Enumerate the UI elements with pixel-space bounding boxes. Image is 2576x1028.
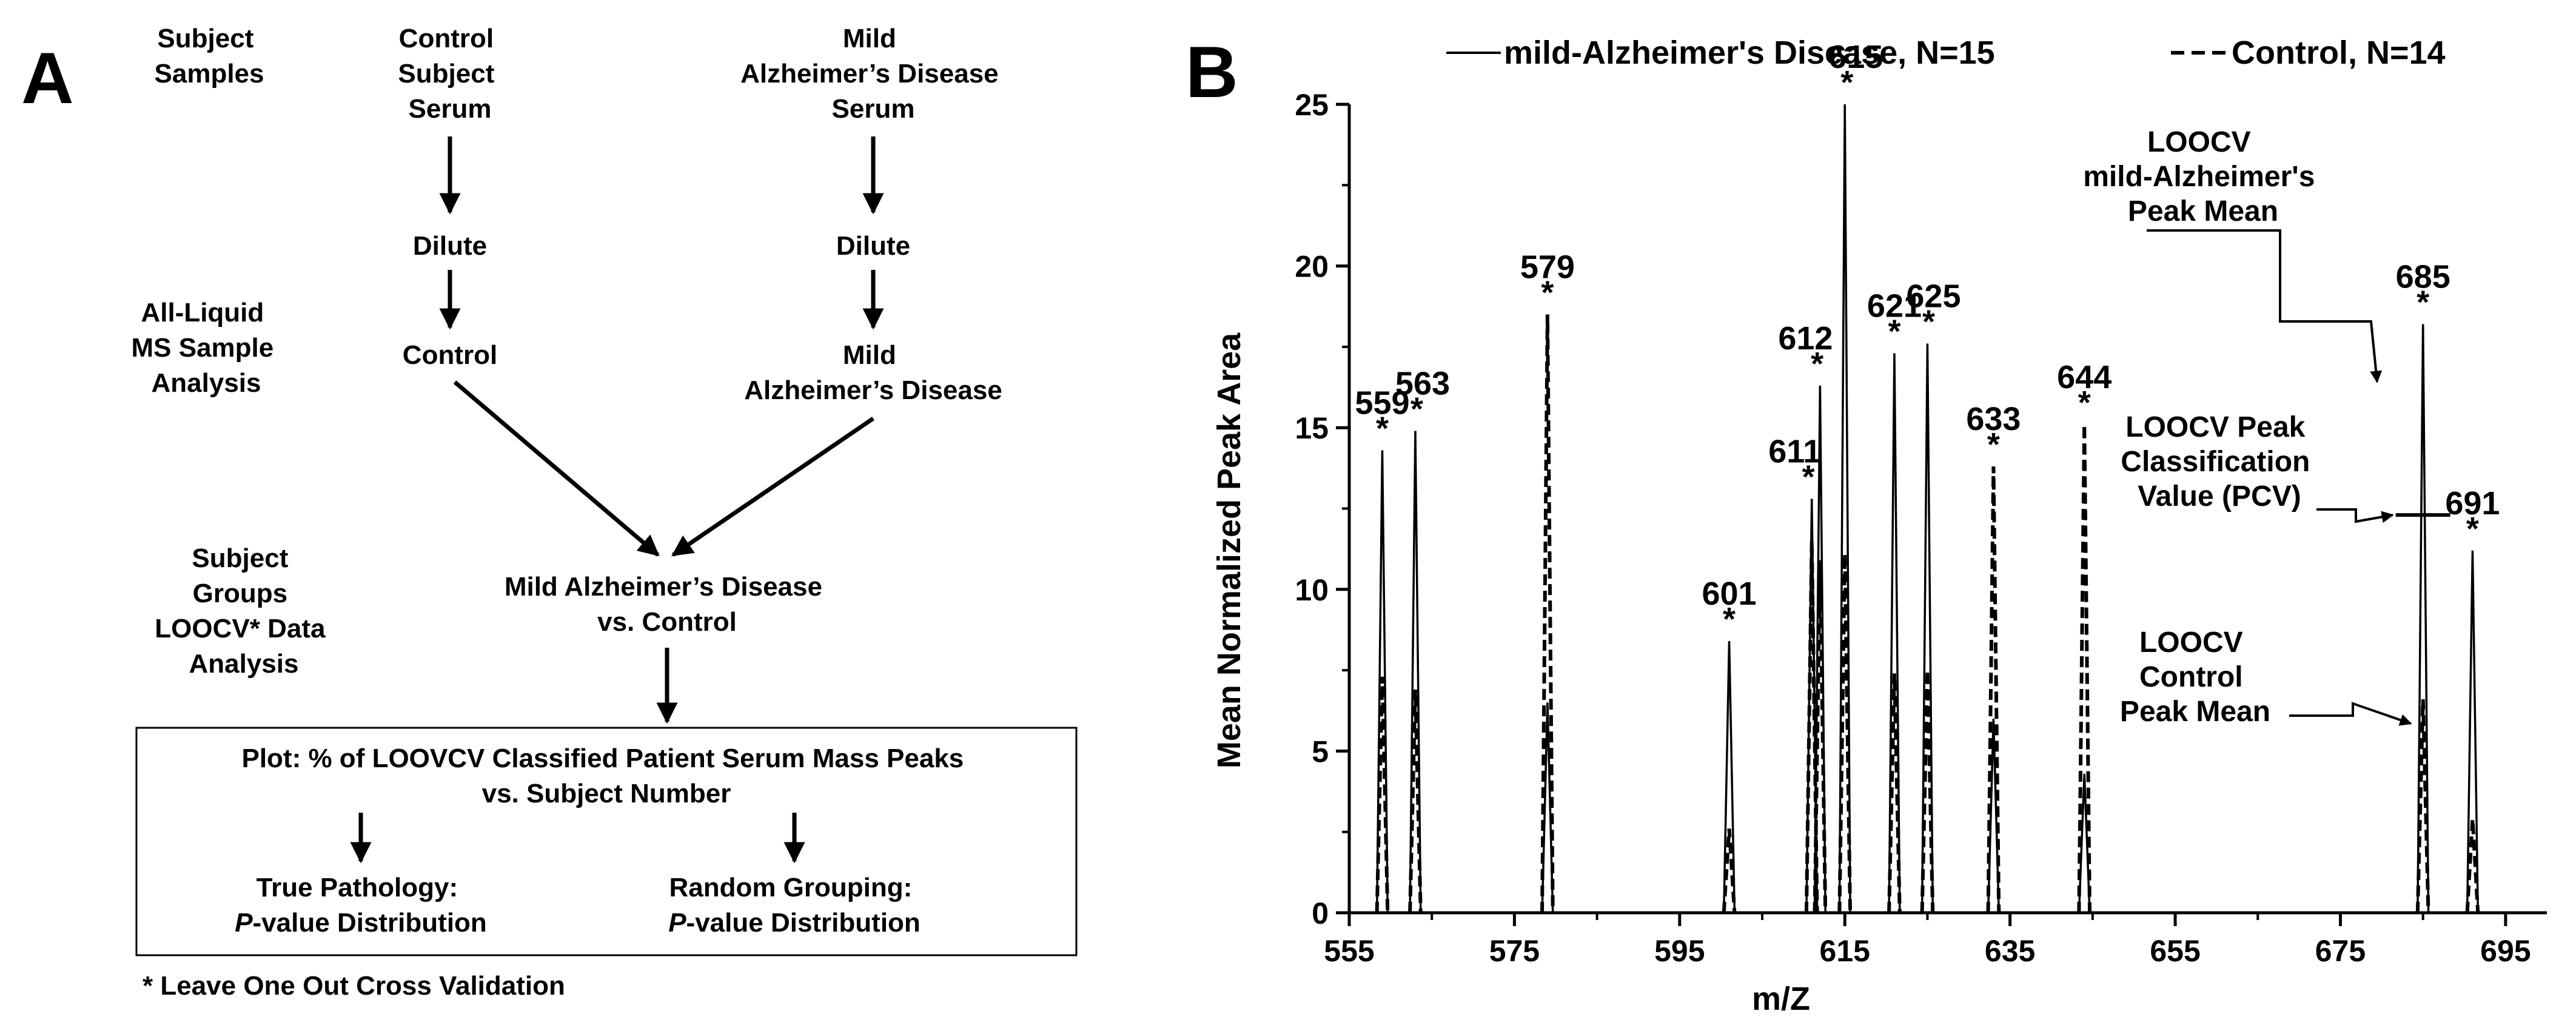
arrow-ad-peak-mean bbox=[2147, 229, 2383, 383]
arrow-control-to-comparison bbox=[453, 380, 660, 557]
x-tick-label: 695 bbox=[2480, 934, 2531, 968]
peak-marker: * bbox=[2417, 284, 2429, 321]
footnote: * Leave One Out Cross Validation bbox=[143, 971, 565, 1001]
row-label-groups-analysis: Subject Groups LOOCV* Data Analysis bbox=[155, 543, 332, 679]
peak-label: 559 bbox=[1355, 385, 1409, 422]
row-label-ms-analysis: All-Liquid MS Sample Analysis bbox=[132, 298, 281, 398]
peak-label: 633 bbox=[1966, 401, 2021, 437]
peak-marker: * bbox=[1987, 426, 2000, 463]
peak-label: 612 bbox=[1778, 320, 1833, 357]
plot-box-title: Plot: % of LOOVCV Classified Patient Ser… bbox=[241, 744, 971, 808]
legend-label-control: Control, N=14 bbox=[2232, 35, 2446, 71]
panel-a-letter: A bbox=[21, 38, 74, 119]
peak-marker: * bbox=[2078, 385, 2091, 421]
x-tick-label: 575 bbox=[1489, 934, 1540, 968]
annotation-pcv: LOOCV Peak Classification Value (PCV) bbox=[2121, 411, 2318, 512]
peak-marker: * bbox=[1376, 411, 1389, 447]
x-tick-label: 675 bbox=[2315, 934, 2366, 968]
x-axis-label: m/Z bbox=[1752, 981, 1810, 1017]
plot-box bbox=[135, 727, 1078, 956]
peak-marker: * bbox=[1888, 314, 1900, 350]
peak-marker: * bbox=[1541, 275, 1554, 311]
ad-serum-label: Mild Alzheimer’s Disease Serum bbox=[740, 24, 1006, 124]
control-serum-label: Control Subject Serum bbox=[398, 24, 501, 124]
peak-label: 685 bbox=[2396, 259, 2450, 295]
peak-label: 644 bbox=[2057, 359, 2111, 395]
ad-dilute-label: Dilute bbox=[836, 231, 910, 261]
peak-marker: * bbox=[1802, 459, 1815, 496]
series-line-ad bbox=[1375, 104, 2480, 913]
legend-label-ad: mild-Alzheimer's Disease, N=15 bbox=[1504, 35, 1995, 71]
peak-label: 691 bbox=[2445, 485, 2500, 522]
panel-a: A Subject Samples All-Liquid MS Sample A… bbox=[21, 24, 1078, 1001]
series-line-control bbox=[1375, 314, 2480, 913]
y-tick-label: 20 bbox=[1295, 250, 1329, 284]
peak-marker: * bbox=[1723, 601, 1736, 637]
arrow-ad-to-comparison bbox=[671, 417, 874, 557]
x-tick-label: 635 bbox=[1985, 934, 2035, 968]
comparison-label: Mild Alzheimer’s Disease vs. Control bbox=[505, 572, 830, 637]
peak-marker: * bbox=[1410, 391, 1423, 428]
peak-marker: * bbox=[1922, 304, 1935, 340]
annotation-ad-peak-mean: LOOCV mild-Alzheimer's Peak Mean bbox=[2083, 126, 2323, 227]
y-tick-label: 10 bbox=[1295, 573, 1329, 607]
x-tick-label: 615 bbox=[1820, 934, 1870, 968]
annotation-control-peak-mean: LOOCV Control Peak Mean bbox=[2120, 627, 2270, 728]
x-tick-label: 655 bbox=[2150, 934, 2200, 968]
row-label-subject-samples: Subject Samples bbox=[155, 24, 264, 89]
x-tick-label: 595 bbox=[1654, 934, 1705, 968]
peak-label: 615 bbox=[1828, 39, 1883, 75]
peak-label: 579 bbox=[1520, 249, 1575, 286]
true-pathology-label: True Pathology: P-value Distribution bbox=[235, 873, 487, 938]
control-group-label: Control bbox=[403, 340, 497, 370]
control-dilute-label: Dilute bbox=[413, 231, 487, 261]
peak-label: 563 bbox=[1395, 366, 1450, 402]
panel-b: B mild-Alzheimer's Disease, N=15 Control… bbox=[1186, 32, 2547, 1017]
x-tick-label: 555 bbox=[1324, 934, 1374, 968]
annotation-arrows bbox=[2147, 229, 2412, 726]
peak-label: 611 bbox=[1768, 434, 1821, 470]
peak-label: 601 bbox=[1702, 576, 1756, 612]
peak-label: 621 bbox=[1867, 288, 1922, 324]
peak-marker: * bbox=[1811, 346, 1823, 382]
y-tick-label: 0 bbox=[1312, 896, 1329, 930]
y-axis-label: Mean Normalized Peak Area bbox=[1211, 332, 1247, 768]
y-tick-label: 5 bbox=[1312, 734, 1329, 768]
peak-marker: * bbox=[1840, 64, 1853, 101]
arrow-pcv bbox=[2316, 508, 2394, 523]
peak-marker: * bbox=[2466, 511, 2479, 547]
panel-b-letter: B bbox=[1186, 32, 1238, 113]
ad-group-label: Mild Alzheimer’s Disease bbox=[744, 340, 1002, 405]
peak-label: 625 bbox=[1906, 278, 1961, 315]
arrow-control-peak-mean bbox=[2289, 702, 2412, 726]
random-grouping-label: Random Grouping: P-value Distribution bbox=[668, 873, 921, 938]
y-tick-label: 15 bbox=[1295, 411, 1329, 445]
y-tick-label: 25 bbox=[1295, 88, 1329, 122]
